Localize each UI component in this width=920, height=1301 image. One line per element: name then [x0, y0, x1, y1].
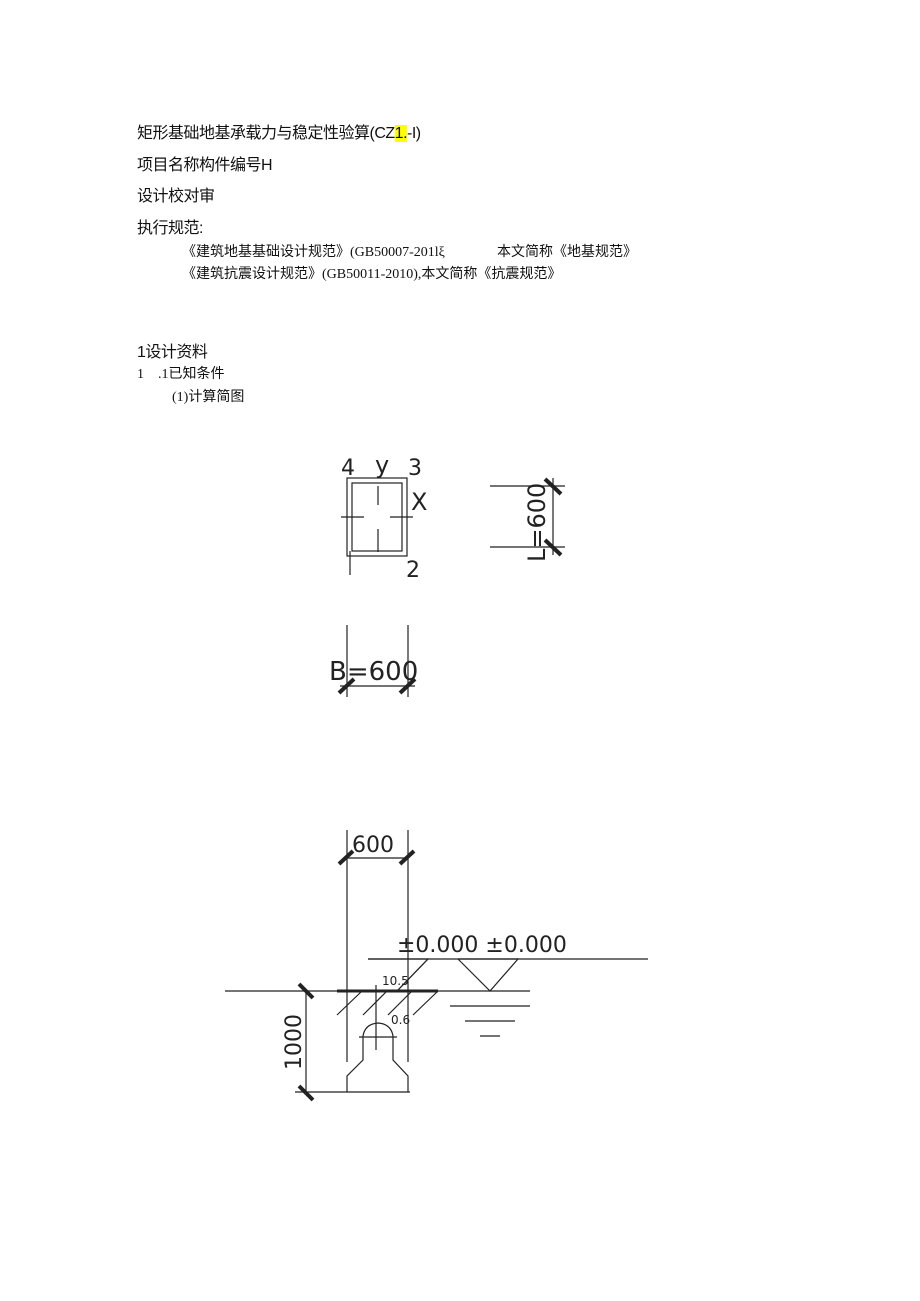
corner-3-label: 3 — [408, 456, 422, 481]
title-suffix: -I) — [407, 125, 421, 142]
design-line: 设计校对审 — [137, 188, 215, 205]
project-line: 项目名称构件编号H — [137, 157, 273, 174]
section-view: 600 ±0.000 ±0.000 10.5 0.6 1000 — [225, 830, 648, 1102]
label-10-5: 10.5 — [382, 974, 409, 988]
depth-dimension-label: 1000 — [282, 1014, 307, 1070]
plan-view: 4 y 3 X 2 L=600 B=600 — [329, 451, 565, 697]
code-2-name: 《建筑抗震设计规范》(GB50011-2010),本文简称《抗震规范》 — [182, 267, 562, 282]
code-1-name: 《建筑地基基础设计规范》(GB50007-201lξ — [182, 245, 445, 260]
title-highlight: 1. — [394, 125, 408, 142]
diagram-caption: (1)计算简图 — [172, 390, 245, 405]
title-text: 矩形基础地基承载力与稳定性验算(CZ — [137, 125, 395, 142]
elevation-labels: ±0.000 ±0.000 — [397, 933, 567, 958]
code-1-abbr: 本文简称《地基规范》 — [497, 245, 637, 260]
subsection-heading: 1 .1已知条件 — [137, 367, 225, 382]
document-title: 矩形基础地基承载力与稳定性验算(CZ1.-I) — [137, 119, 421, 143]
axis-x-label: X — [411, 488, 427, 516]
l-dimension-label: L=600 — [523, 483, 551, 562]
axis-y-label: y — [375, 451, 389, 479]
codes-label: 执行规范: — [137, 220, 203, 237]
corner-4-label: 4 — [341, 456, 355, 481]
b-dimension-label: B=600 — [329, 657, 418, 687]
width-dimension-label: 600 — [352, 833, 394, 858]
section-heading: 1设计资料 — [137, 344, 208, 361]
label-0-6: 0.6 — [391, 1013, 410, 1027]
corner-2-label: 2 — [406, 558, 420, 583]
